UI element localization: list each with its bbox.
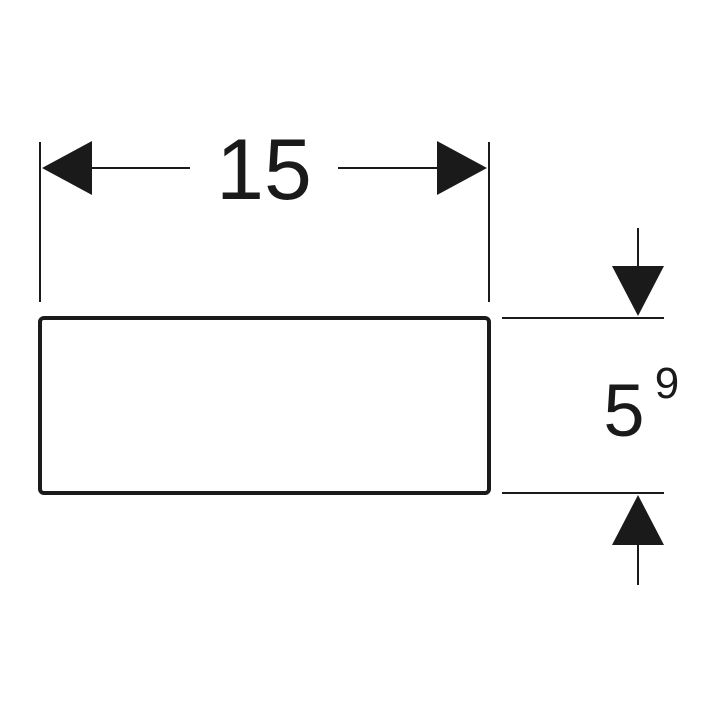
height-arrow-top xyxy=(612,266,664,316)
height-dimension-value: 5 xyxy=(603,369,644,452)
width-dimension-value: 15 xyxy=(216,122,312,218)
width-arrow-left xyxy=(42,141,92,195)
part-outline xyxy=(38,316,491,495)
height-arrow-bottom xyxy=(612,495,664,545)
width-arrow-right xyxy=(437,141,487,195)
height-dimension-superscript: 9 xyxy=(655,359,679,408)
